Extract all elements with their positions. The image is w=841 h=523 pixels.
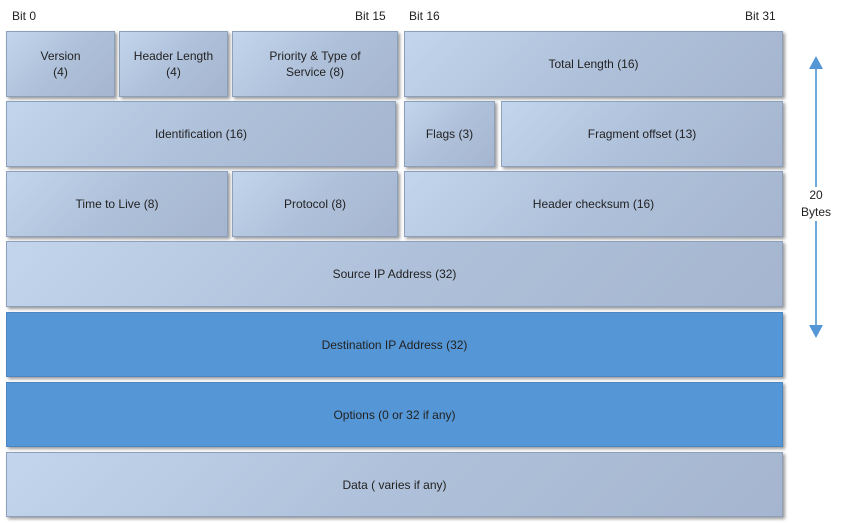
field-fragment-offset: Fragment offset (13) xyxy=(501,101,783,167)
field-source-ip: Source IP Address (32) xyxy=(6,241,783,307)
bit-31-label: Bit 31 xyxy=(745,9,776,23)
field-data: Data ( varies if any) xyxy=(6,452,783,517)
field-flags: Flags (3) xyxy=(404,101,495,167)
bit-15-label: Bit 15 xyxy=(355,9,386,23)
field-destination-ip: Destination IP Address (32) xyxy=(6,312,783,377)
arrow-down-icon xyxy=(809,325,823,338)
field-ttl: Time to Live (8) xyxy=(6,171,228,237)
bit-16-label: Bit 16 xyxy=(409,9,440,23)
field-version: Version (4) xyxy=(6,31,115,97)
field-header-length: Header Length (4) xyxy=(119,31,228,97)
bit-0-label: Bit 0 xyxy=(12,9,37,23)
field-header-checksum: Header checksum (16) xyxy=(404,171,783,237)
field-priority-tos: Priority & Type of Service (8) xyxy=(232,31,398,97)
field-protocol: Protocol (8) xyxy=(232,171,398,237)
arrow-up-icon xyxy=(809,56,823,69)
field-identification: Identification (16) xyxy=(6,101,396,167)
field-options: Options (0 or 32 if any) xyxy=(6,382,783,447)
field-total-length: Total Length (16) xyxy=(404,31,783,97)
header-size-label: 20 Bytes xyxy=(796,187,836,221)
